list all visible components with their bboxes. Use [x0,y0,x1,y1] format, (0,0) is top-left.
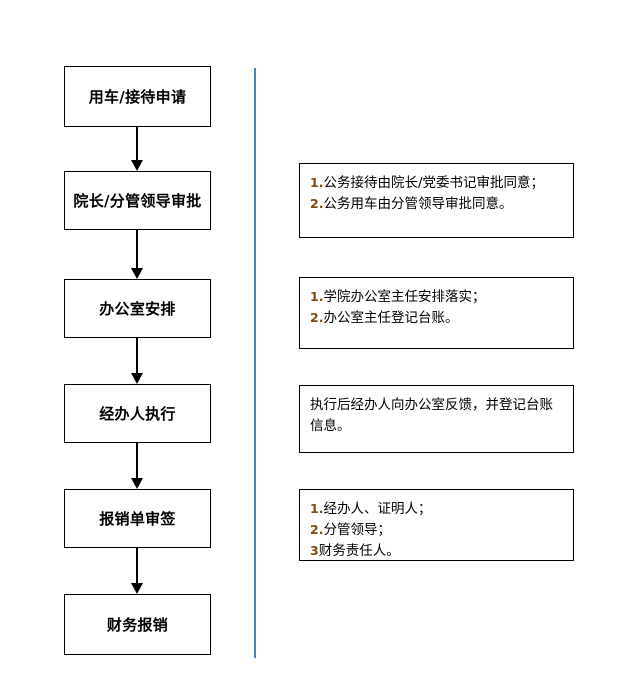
note-text: 执行后经办人向办公室反馈，并登记台账信息。 [310,397,553,434]
note-box-1[interactable]: 1.公务接待由院长/党委书记审批同意； 2.公务用车由分管领导审批同意。 [299,163,574,238]
note-number: 1. [310,289,324,304]
process-box-step-4[interactable]: 经办人执行 [64,384,211,443]
arrow-step-4-to-step-5 [130,443,144,489]
process-label-step-4: 经办人执行 [99,404,176,423]
note-number: 2. [310,521,324,537]
note-number: 1. [310,501,324,516]
note-text: 学院办公室主任安排落实； [323,289,486,305]
note-line: 1.学院办公室主任安排落实； [310,287,563,308]
note-line: 2.分管领导； [310,520,563,541]
note-box-2[interactable]: 1.学院办公室主任安排落实； 2.办公室主任登记台账。 [299,277,574,349]
note-line: 2.办公室主任登记台账。 [310,308,563,329]
arrow-step-3-to-step-4 [130,338,144,384]
note-text: 办公室主任登记台账。 [323,309,459,326]
note-text: 公务用车由分管领导审批同意。 [323,195,513,212]
process-label-step-2: 院长/分管领导审批 [73,191,202,210]
note-box-4[interactable]: 1.经办人、证明人； 2.分管领导； 3财务责任人。 [299,489,574,561]
note-text: 分管领导； [323,521,391,538]
process-label-step-6: 财务报销 [106,615,169,634]
process-box-step-2[interactable]: 院长/分管领导审批 [64,171,211,230]
note-number: 2. [310,309,324,325]
arrow-step-1-to-step-2 [130,127,144,171]
note-text: 公务接待由院长/党委书记审批同意； [323,175,545,191]
arrow-step-5-to-step-6 [130,548,144,594]
note-line: 2.公务用车由分管领导审批同意。 [310,194,563,215]
note-number: 2. [310,195,324,211]
note-text: 经办人、证明人； [323,501,432,517]
note-number: 1. [310,175,324,190]
column-divider [254,68,256,658]
note-line: 执行后经办人向办公室反馈，并登记台账信息。 [310,395,563,437]
process-label-step-5: 报销单审签 [99,509,176,528]
note-box-3[interactable]: 执行后经办人向办公室反馈，并登记台账信息。 [299,385,574,453]
note-number: 3 [310,542,319,558]
arrow-step-2-to-step-3 [130,230,144,279]
note-line: 1.公务接待由院长/党委书记审批同意； [310,173,563,194]
process-box-step-3[interactable]: 办公室安排 [64,279,211,338]
note-line: 1.经办人、证明人； [310,499,563,520]
note-text: 财务责任人。 [318,542,400,559]
process-label-step-3: 办公室安排 [99,299,176,318]
note-line: 3财务责任人。 [310,541,563,562]
process-box-step-6[interactable]: 财务报销 [64,594,211,655]
process-label-step-1: 用车/接待申请 [88,87,187,106]
process-box-step-1[interactable]: 用车/接待申请 [64,66,211,127]
process-box-step-5[interactable]: 报销单审签 [64,489,211,548]
